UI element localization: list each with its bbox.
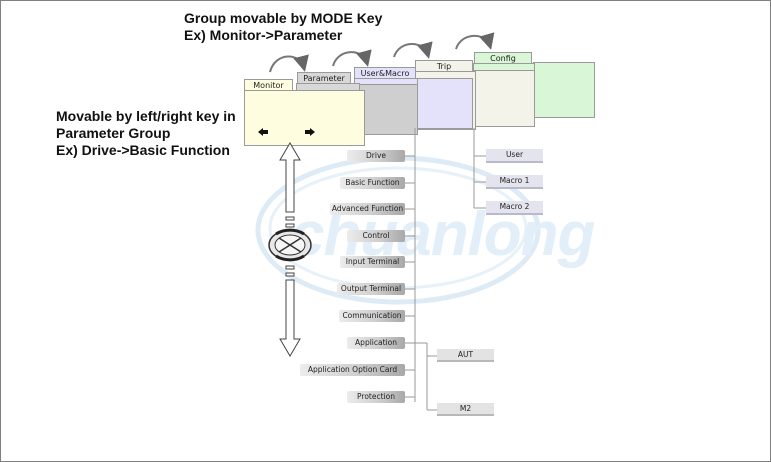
- navigation-dial-icon[interactable]: [268, 228, 312, 262]
- lr-key-example: Ex) Drive->Basic Function: [56, 142, 230, 158]
- lr-key-title-2: Parameter Group: [56, 125, 171, 141]
- trip-card: [473, 70, 535, 127]
- param-group-application[interactable]: Application: [347, 337, 405, 349]
- param-group-application-option-card[interactable]: Application Option Card: [300, 364, 405, 376]
- user-macro-group-macro-1[interactable]: Macro 1: [486, 175, 543, 189]
- param-group-advanced-function[interactable]: Advanced Function: [330, 203, 405, 215]
- usermacro-card: [415, 78, 473, 129]
- up-down-arrow-icon: [279, 142, 301, 357]
- user-macro-group-macro-2[interactable]: Macro 2: [486, 201, 543, 215]
- param-group-output-terminal[interactable]: Output Terminal: [337, 283, 405, 295]
- param-group-input-terminal[interactable]: Input Terminal: [340, 256, 405, 268]
- sub-group-m2[interactable]: M2: [437, 403, 494, 416]
- param-group-communication[interactable]: Communication: [339, 310, 405, 322]
- mode-key-title: Group movable by MODE Key: [184, 10, 383, 26]
- tree-lines: [404, 128, 486, 411]
- mode-arrows: [269, 32, 495, 73]
- param-group-control[interactable]: Control: [347, 230, 405, 242]
- tab-monitor[interactable]: Monitor: [244, 79, 293, 92]
- param-group-basic-function[interactable]: Basic Function: [340, 177, 405, 189]
- tab-trip[interactable]: Trip: [415, 60, 473, 73]
- monitor-card: [244, 90, 365, 146]
- config-card: [533, 62, 595, 118]
- user-macro-group-user[interactable]: User: [486, 149, 543, 163]
- mode-key-example: Ex) Monitor->Parameter: [184, 27, 343, 43]
- arrow-right-icon: [305, 128, 315, 136]
- sub-group-aut[interactable]: AUT: [437, 349, 494, 362]
- param-group-drive[interactable]: Drive: [347, 150, 405, 162]
- lr-key-title: Movable by left/right key in: [56, 108, 236, 124]
- param-group-protection[interactable]: Protection: [347, 391, 405, 403]
- arrow-left-icon: [258, 128, 268, 136]
